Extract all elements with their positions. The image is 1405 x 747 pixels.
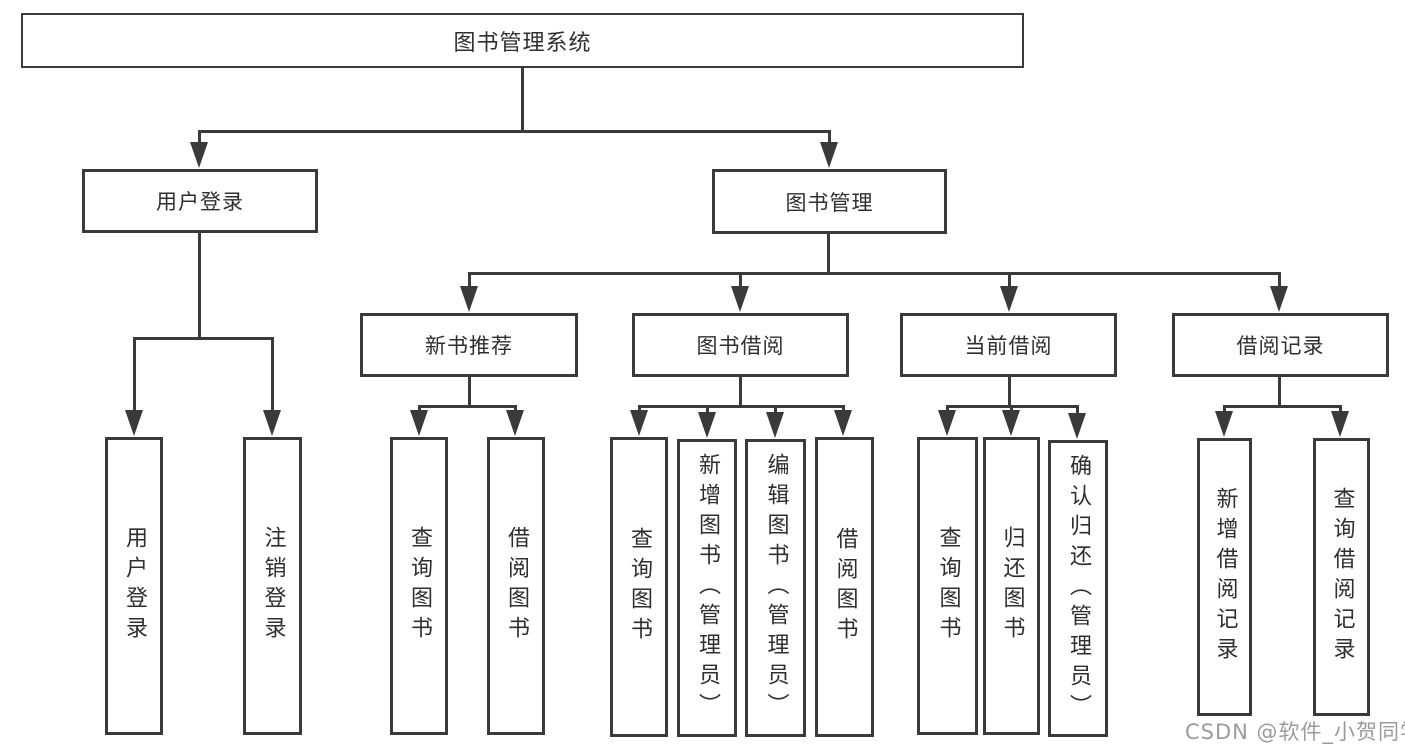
node-label: 查询图书	[407, 526, 432, 646]
connector-line	[133, 337, 273, 340]
arrow-down-icon	[1002, 410, 1020, 436]
arrow-down-icon	[731, 286, 749, 312]
arrow-down-icon	[766, 412, 784, 438]
connector-line	[1076, 405, 1079, 415]
node-add-books-admin: 新增图书（管理员）	[677, 439, 737, 737]
node-user-login-leaf: 用户登录	[105, 437, 163, 735]
arrow-down-icon	[1270, 286, 1288, 312]
connector-line	[706, 405, 709, 415]
node-label: 新书推荐	[425, 334, 513, 358]
node-new-book-recommendation: 新书推荐	[360, 313, 578, 377]
node-label: 新增图书（管理员）	[695, 453, 720, 723]
connector-line	[827, 234, 830, 272]
node-logout: 注销登录	[243, 437, 302, 735]
connector-line	[521, 68, 524, 130]
connector-line	[828, 130, 831, 148]
node-borrow-books: 借阅图书	[487, 437, 545, 735]
node-label: 借阅图书	[832, 527, 858, 647]
node-search-books: 查询图书	[610, 437, 668, 737]
connector-line	[638, 405, 845, 408]
arrow-down-icon	[506, 410, 524, 436]
node-book-management: 图书管理	[712, 169, 947, 234]
csdn-watermark: CSDN @软件_小贺同学	[1185, 720, 1405, 744]
connector-line	[739, 377, 742, 405]
arrow-down-icon	[190, 142, 208, 168]
connector-line	[739, 272, 742, 290]
node-label: 编辑图书（管理员）	[763, 453, 789, 723]
connector-line	[468, 272, 471, 290]
connector-line	[198, 130, 201, 148]
node-search-borrow-record: 查询借阅记录	[1313, 438, 1370, 716]
connector-line	[418, 405, 517, 408]
arrow-down-icon	[460, 286, 478, 312]
node-return-books: 归还图书	[983, 437, 1040, 735]
arrow-down-icon	[1068, 413, 1086, 439]
node-borrowing-records: 借阅记录	[1172, 313, 1389, 377]
node-label: 当前借阅	[964, 334, 1053, 358]
connector-line	[1278, 272, 1281, 290]
connector-line	[271, 337, 274, 410]
arrow-down-icon	[630, 410, 648, 436]
connector-line	[774, 405, 777, 415]
connector-line	[1339, 405, 1342, 415]
arrow-down-icon	[938, 410, 956, 436]
node-label: 确认归还（管理员）	[1066, 453, 1091, 724]
arrow-down-icon	[1331, 411, 1349, 437]
node-current-borrowing: 当前借阅	[900, 313, 1117, 377]
node-label: 查询借阅记录	[1329, 487, 1355, 667]
arrow-down-icon	[410, 410, 428, 436]
connector-line	[1008, 377, 1011, 405]
connector-line	[468, 377, 471, 405]
connector-line	[1008, 272, 1011, 290]
connector-line	[1223, 405, 1342, 408]
node-label: 查询图书	[935, 526, 961, 646]
node-label: 用户登录	[156, 190, 244, 214]
node-search-books: 查询图书	[390, 437, 448, 735]
arrow-down-icon	[834, 410, 852, 436]
node-add-borrow-record: 新增借阅记录	[1197, 438, 1252, 716]
node-library-management-system: 图书管理系统	[21, 13, 1024, 68]
node-confirm-return-admin: 确认归还（管理员）	[1048, 440, 1108, 737]
arrow-down-icon	[1000, 286, 1018, 312]
node-label: 用户登录	[122, 526, 147, 646]
connector-line	[1278, 377, 1281, 405]
node-book-borrowing: 图书借阅	[632, 313, 849, 377]
connector-line	[468, 272, 1281, 275]
node-label: 图书管理	[785, 190, 874, 215]
node-label: 注销登录	[260, 526, 286, 646]
node-label: 借阅记录	[1236, 334, 1325, 358]
arrow-down-icon	[263, 410, 281, 436]
node-label: 图书管理系统	[453, 30, 592, 56]
node-label: 图书借阅	[696, 334, 785, 358]
arrow-down-icon	[1215, 411, 1233, 437]
arrow-down-icon	[125, 410, 143, 436]
node-borrow-books: 借阅图书	[815, 437, 874, 737]
node-user-login: 用户登录	[82, 169, 318, 233]
arrow-down-icon	[820, 142, 838, 168]
arrow-down-icon	[698, 412, 716, 438]
connector-line	[198, 233, 201, 337]
node-label: 查询图书	[627, 527, 652, 647]
connector-line	[198, 130, 830, 133]
connector-line	[1223, 405, 1226, 415]
node-label: 新增借阅记录	[1212, 487, 1238, 667]
node-label: 归还图书	[999, 526, 1025, 646]
node-label: 借阅图书	[504, 526, 529, 646]
node-edit-books-admin: 编辑图书（管理员）	[745, 439, 806, 737]
connector-line	[133, 337, 136, 410]
node-search-books: 查询图书	[917, 437, 978, 735]
